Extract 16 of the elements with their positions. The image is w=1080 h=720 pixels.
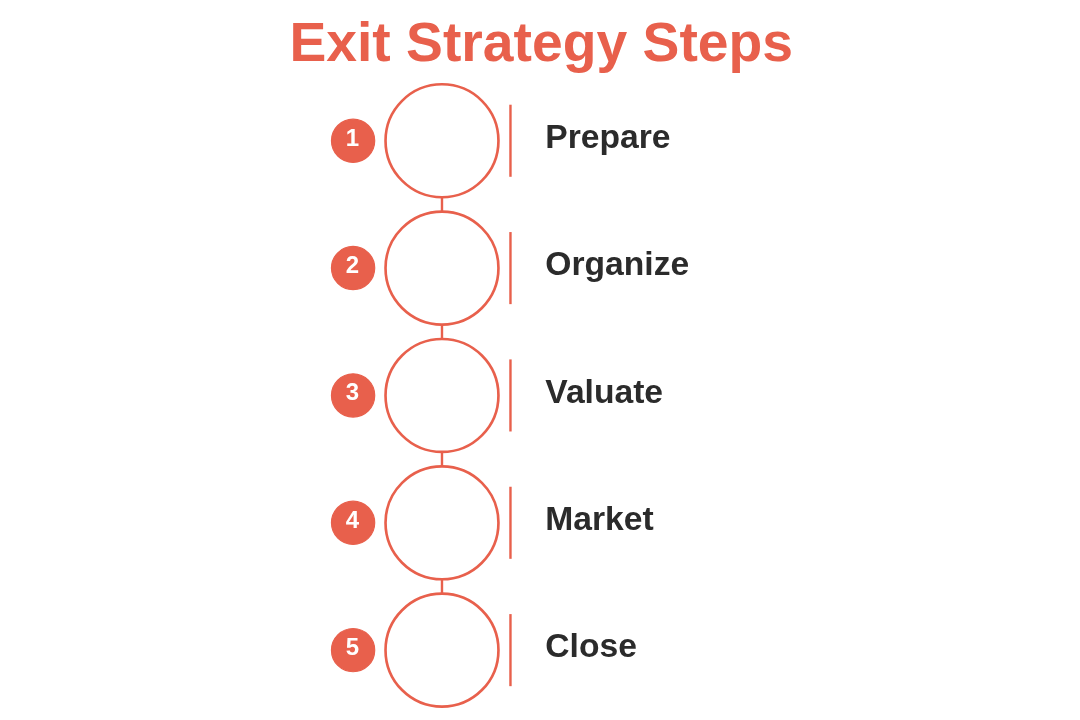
node-circle: 5 xyxy=(330,627,375,673)
node-circle xyxy=(383,82,500,199)
node-label: Prepare xyxy=(544,117,671,155)
node-circle xyxy=(383,592,500,708)
node-label: Organize xyxy=(544,245,689,283)
node-label: Market xyxy=(544,499,654,537)
node-circle: 1 xyxy=(330,118,375,163)
diagram-title: Exit Strategy Steps xyxy=(288,11,793,74)
node-circle xyxy=(383,210,500,326)
node-label: Valuate xyxy=(544,372,663,410)
node-circle: 3 xyxy=(330,373,375,418)
node-circle: 2 xyxy=(330,245,375,291)
node-circle: 4 xyxy=(330,500,375,545)
node-circle xyxy=(383,337,500,454)
node-label: Close xyxy=(544,627,637,665)
node-circle xyxy=(383,465,500,581)
